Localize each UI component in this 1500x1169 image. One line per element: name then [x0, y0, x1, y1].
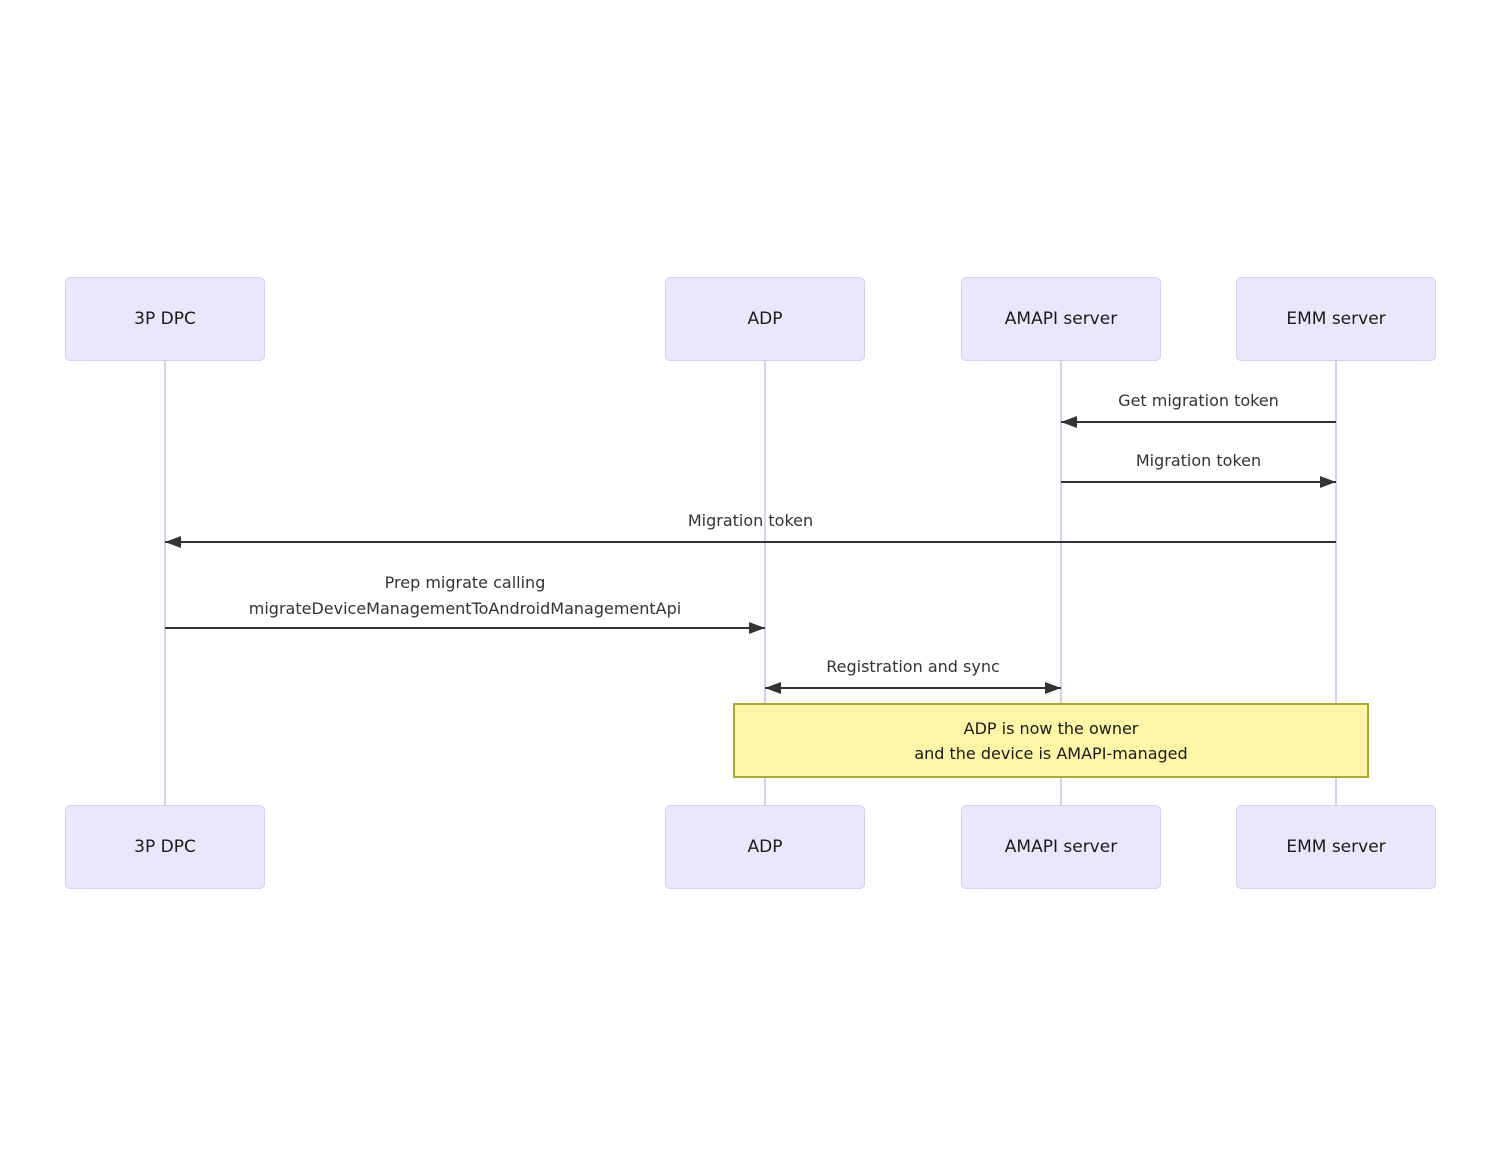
arrowhead-left-icon [765, 682, 781, 694]
arrowhead-left-icon [1061, 416, 1077, 428]
message-label-get-migration-token: Get migration token [1118, 391, 1279, 410]
message-arrow-get-migration-token [1061, 416, 1336, 428]
message-label-registration-and-sync: Registration and sync [826, 657, 1000, 676]
actor-label: EMM server [1286, 837, 1386, 857]
message-arrow-migration-token-reply [1061, 476, 1336, 488]
actor-top-amapi-server: AMAPI server [961, 277, 1161, 361]
actor-bottom-adp: ADP [665, 805, 865, 889]
actor-bottom-3p-dpc: 3P DPC [65, 805, 265, 889]
message-arrow-registration-and-sync [765, 682, 1061, 694]
actor-bottom-amapi-server: AMAPI server [961, 805, 1161, 889]
arrowhead-left-icon [165, 536, 181, 548]
message-label-migration-token-reply: Migration token [1135, 451, 1262, 470]
actor-label: AMAPI server [1004, 309, 1118, 329]
arrowhead-right-icon [749, 622, 765, 634]
actor-label: ADP [747, 309, 783, 329]
lifeline-amapi-server [1060, 361, 1062, 805]
actor-label: 3P DPC [134, 309, 196, 329]
note-adp-owner: ADP is now the owner and the device is A… [733, 703, 1369, 778]
actor-label: 3P DPC [134, 837, 196, 857]
arrowhead-right-icon [1320, 476, 1336, 488]
actor-top-emm-server: EMM server [1236, 277, 1436, 361]
lifeline-adp [764, 361, 766, 805]
actor-label: AMAPI server [1004, 837, 1118, 857]
message-label-line: Prep migrate calling [384, 573, 546, 592]
message-label-migration-token-to-dpc: Migration token [687, 511, 814, 530]
message-label-line: migrateDeviceManagementToAndroidManageme… [248, 599, 682, 618]
note-line: and the device is AMAPI-managed [914, 743, 1188, 763]
actor-label: EMM server [1286, 309, 1386, 329]
actor-top-adp: ADP [665, 277, 865, 361]
actor-label: ADP [747, 837, 783, 857]
arrowhead-right-icon [1045, 682, 1061, 694]
actor-bottom-emm-server: EMM server [1236, 805, 1436, 889]
actor-top-3p-dpc: 3P DPC [65, 277, 265, 361]
lifeline-emm-server [1335, 361, 1337, 805]
note-line: ADP is now the owner [963, 718, 1139, 738]
message-arrow-prep-migrate [165, 622, 765, 634]
message-label-prep-migrate: Prep migrate calling migrateDeviceManage… [165, 570, 765, 622]
message-arrow-migration-token-to-dpc [165, 536, 1336, 548]
lifeline-3p-dpc [164, 361, 166, 805]
